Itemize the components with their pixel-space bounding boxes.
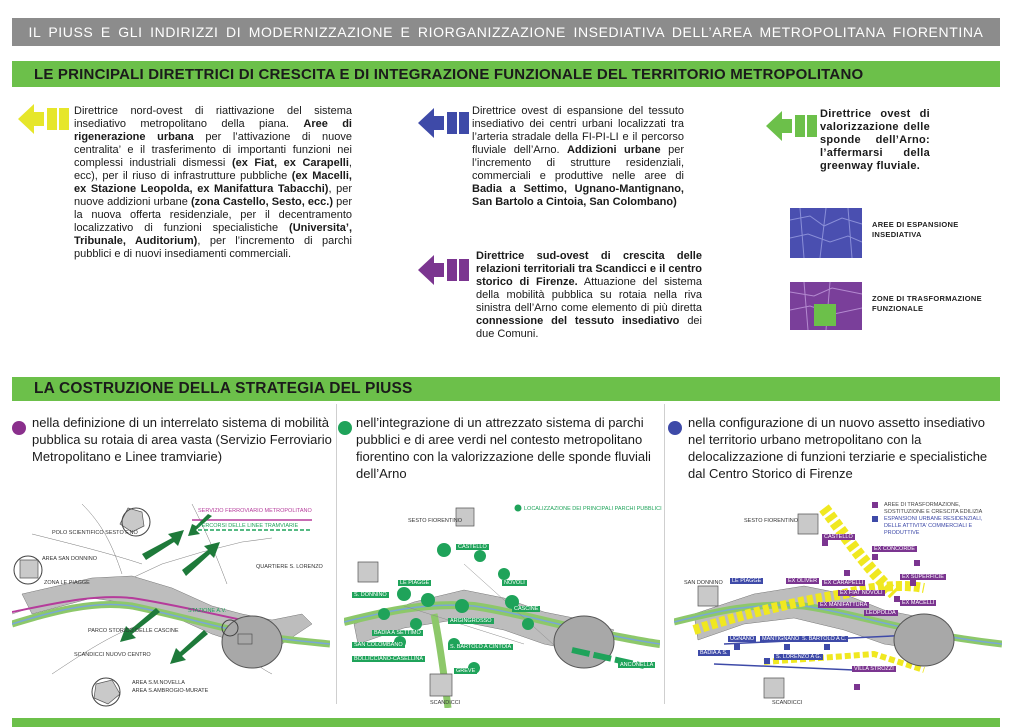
map2-label: CASCINE (512, 606, 541, 612)
direction-w-text: Direttrice ovest di espansione del tessu… (472, 105, 684, 208)
map3-label: S. BARTOLO A C. (800, 636, 849, 642)
map3-label: SAN DONNINO (684, 580, 723, 586)
column-divider (336, 404, 337, 704)
map3-label: EX MANIFATTURA (818, 602, 870, 608)
map1-label: SCANDICCI NUOVO CENTRO (74, 652, 151, 658)
yellow-arrow-icon (18, 104, 69, 134)
map1-label: AREA S.M.NOVELLA (132, 680, 185, 686)
map2-label: NOVOLI (502, 580, 527, 586)
map2-label: S. BARTOLO A CINTOIA (448, 644, 514, 650)
map3-label: SESTO FIORENTINO (744, 518, 798, 524)
map1-label: QUARTIERE S. LORENZO (256, 564, 323, 570)
blue-bullet-icon (668, 421, 682, 435)
map3-label: EX MACELLI (900, 600, 937, 606)
map2-label: SESTO FIORENTINO (408, 518, 462, 524)
map2-label: CASTELLO (456, 544, 489, 550)
map2-label: ARGINGROSSO (448, 618, 494, 624)
map3-label: EX OLIVER (786, 578, 820, 584)
map3-label: S. LORENZO A G. (774, 654, 824, 660)
map2-label: GREVE (454, 668, 478, 674)
map2-label: SCANDICCI (430, 700, 461, 706)
map3-label: VILLA STROZZI (852, 666, 896, 672)
map3-legend-transformation: AREE DI TRASFORMAZIONE, SOSTITUZIONE E C… (884, 502, 983, 515)
map-settlement: AREE DI TRASFORMAZIONE, SOSTITUZIONE E C… (674, 494, 1002, 708)
map3-label: EX SUPERFICIE (900, 574, 946, 580)
green-arrow-icon (766, 111, 817, 141)
strategy-3-text: nella configurazione di un nuovo assetto… (688, 415, 988, 481)
column-divider (664, 404, 665, 704)
purple-bullet-icon (12, 421, 26, 435)
strategy-1-text: nella definizione di un interrelato sist… (32, 415, 332, 464)
map1-legend-tram: PERCORSI DELLE LINEE TRAMVIARIE (198, 523, 299, 529)
section-title-strategy: LA COSTRUZIONE DELLA STRATEGIA DEL PIUSS (12, 377, 1000, 401)
map3-label: BADIA A S. (698, 650, 730, 656)
map1-label: ZONA LE PIAGGE (44, 580, 90, 586)
section-title-directions: LE PRINCIPALI DIRETTRICI DI CRESCITA E D… (12, 61, 1000, 87)
map3-label: LEOPOLDA (864, 610, 898, 616)
map2-label: S. DONNINO (352, 592, 389, 598)
blue-arrow-icon (418, 108, 469, 138)
map3-label: LE PIAGGE (730, 578, 764, 584)
map-mobility: SERVIZIO FERROVIARIO METROPOLITANO PERCO… (12, 494, 330, 708)
map3-label: SCANDICCI (772, 700, 803, 706)
map1-label: PARCO STORICO DELLE CASCINE (88, 628, 179, 634)
map1-label: POLO SCIENTIFICO SESTO F.NO (52, 530, 138, 536)
map3-label: UGNANO (728, 636, 757, 642)
map2-label: SAN COLOMBANO (352, 642, 405, 648)
map3-legend-expansion: ESPANSIONI URBANE RESIDENZIALI, DELLE AT… (884, 516, 983, 536)
green-bullet-icon (338, 421, 352, 435)
direction-sw-text: Direttrice sud-ovest di crescita delle r… (476, 250, 702, 340)
purple-arrow-icon (418, 255, 469, 285)
map3-label: EX FIAT NOVOLI (838, 590, 885, 596)
direction-w2-text: Direttrice ovest di valorizzazione delle… (820, 108, 930, 172)
main-title: IL PIUSS E GLI INDIRIZZI DI MODERNIZZAZI… (12, 18, 1000, 46)
map2-label: BOLLICCIANO-CASELLINA (352, 656, 426, 662)
expansion-area-swatch (790, 208, 862, 258)
map1-label: AREA SAN DONNINO (42, 556, 98, 562)
map-parks: LOCALIZZAZIONE DEI PRINCIPALI PARCHI PUB… (344, 494, 662, 708)
map3-label: EX CARAPELLI (822, 580, 866, 586)
map3-label: MANTIGNANO (760, 636, 802, 642)
map2-label: LE PIAGGE (398, 580, 432, 586)
map3-label: EX CONCORDE (872, 546, 917, 552)
map2-label: ANCONELLA (618, 662, 656, 668)
strategy-2-text: nell’integrazione di un attrezzato siste… (356, 415, 651, 481)
legend-transformation-label: ZONE DI TRASFORMAZIONE FUNZIONALE (872, 294, 982, 313)
direction-nw-text: Direttrice nord-ovest di riattivazione d… (74, 105, 353, 260)
map2-label: BADIA A SETTIMO (372, 630, 423, 636)
transformation-zone-swatch (790, 282, 862, 330)
map2-legend: LOCALIZZAZIONE DEI PRINCIPALI PARCHI PUB… (524, 506, 662, 512)
map1-label: AREA S.AMBROGIO-MURATE (132, 688, 209, 694)
map1-label: STAZIONE A.V. (188, 608, 227, 614)
footer-bar (12, 718, 1000, 727)
map3-label: CASTELLO (822, 534, 855, 540)
legend-expansion-label: AREE DI ESPANSIONE INSEDIATIVA (872, 220, 959, 239)
map1-legend-rail: SERVIZIO FERROVIARIO METROPOLITANO (198, 508, 312, 514)
